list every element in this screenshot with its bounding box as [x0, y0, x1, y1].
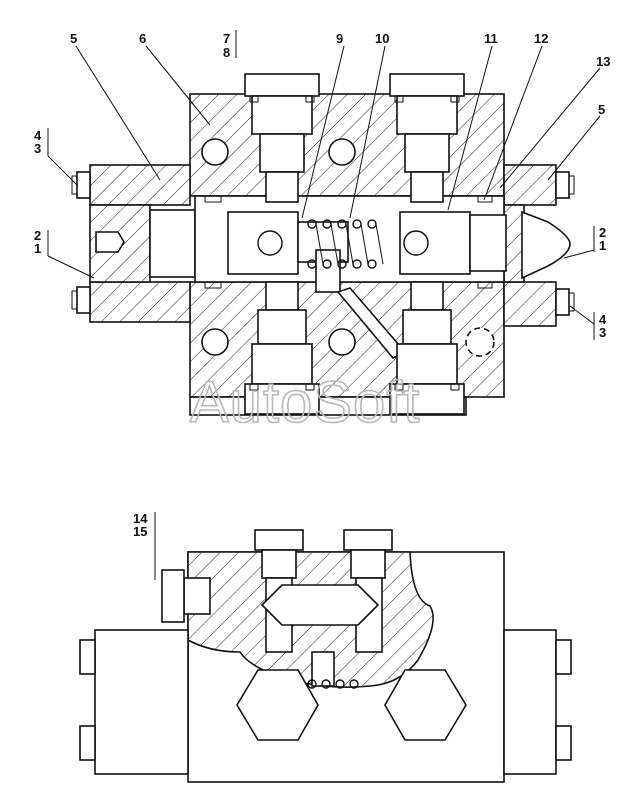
callout-8: 8: [223, 45, 230, 60]
callout-6: 6: [139, 31, 146, 46]
callout-7: 7: [223, 31, 230, 46]
side-plug-cap: [161, 569, 185, 623]
port-hole-3: [201, 328, 229, 356]
side-plug-body: [183, 577, 211, 615]
callout-4-left: 4: [34, 128, 42, 143]
small-spring: [307, 679, 359, 689]
right-cap-mid: [503, 204, 525, 283]
spring: [307, 219, 384, 269]
callout-2-right: 2: [599, 225, 606, 240]
piston-stem: [315, 249, 341, 293]
callout-3-left: 3: [34, 141, 41, 156]
callout-4-right: 4: [599, 312, 607, 327]
right-cap-lower: [503, 281, 557, 327]
callout-5-right: 5: [598, 102, 605, 117]
hex-boss-left: [236, 669, 319, 741]
bolt-right-upper: [555, 171, 570, 199]
callout-1-left: 1: [34, 241, 41, 256]
check-valve-top-right: [389, 73, 465, 203]
right-cap-upper: [503, 164, 557, 206]
check-valve-bottom-right: [389, 281, 465, 415]
port-hole-4: [328, 328, 356, 356]
external-view: [79, 512, 572, 783]
left-cap-lower: [89, 281, 191, 323]
callout-1-right: 1: [599, 238, 606, 253]
callout-9: 9: [336, 31, 343, 46]
port-hole-5: [465, 327, 495, 357]
callout-12: 12: [534, 31, 548, 46]
port-hole-1: [201, 138, 229, 166]
right-plug: [469, 214, 507, 272]
watermark: AutoSoft: [190, 370, 420, 435]
left-pin: [95, 231, 125, 253]
left-cap-upper: [89, 164, 191, 206]
section-view: [47, 30, 601, 416]
callout-11: 11: [484, 31, 498, 46]
port-hole-2: [328, 138, 356, 166]
callout-10: 10: [375, 31, 389, 46]
callout-15: 15: [133, 524, 147, 539]
bolt-right-lower: [555, 288, 570, 316]
callout-2-left: 2: [34, 228, 41, 243]
spool-right-hole: [403, 230, 429, 256]
spool-left: [227, 211, 299, 275]
leader-lines: [47, 30, 601, 340]
bolt-left-lower: [76, 286, 91, 314]
callout-labels: 5 6 7 8 9 10 11 12 13 5 4 3 2 1 2 1 4 3 …: [34, 31, 610, 539]
right-cap-dome: [521, 210, 571, 280]
left-flange: [94, 629, 189, 775]
callout-3-right: 3: [599, 325, 606, 340]
hex-boss-right: [384, 669, 467, 741]
check-valve-bottom-left: [244, 281, 320, 415]
right-flange: [503, 629, 557, 775]
check-valve-top-left: [244, 73, 320, 203]
spool-left-hole: [257, 230, 283, 256]
bolt-left-upper: [76, 171, 91, 199]
cross-channel: [260, 584, 380, 626]
callout-14: 14: [133, 511, 148, 526]
callout-13: 13: [596, 54, 610, 69]
callout-5: 5: [70, 31, 77, 46]
left-plunger: [149, 209, 196, 278]
spool-right: [399, 211, 471, 275]
